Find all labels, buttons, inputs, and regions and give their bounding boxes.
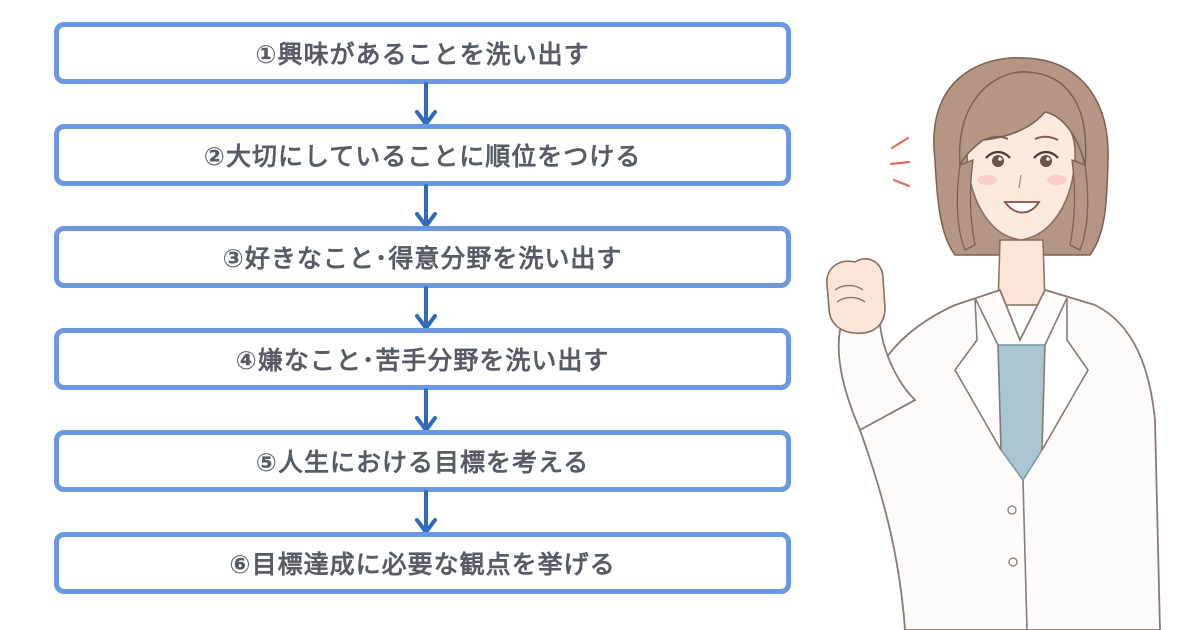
step-box-4: ④嫌なこと･苦手分野を洗い出す bbox=[54, 328, 791, 390]
down-arrow-icon bbox=[415, 184, 437, 228]
step-label-6: ⑥目標達成に必要な観点を挙げる bbox=[229, 550, 616, 579]
step-label-4: ④嫌なこと･苦手分野を洗い出す bbox=[235, 346, 610, 375]
step-label-1: ①興味があることを洗い出す bbox=[255, 40, 590, 69]
step-label-2: ②大切にしていることに順位をつける bbox=[203, 142, 642, 171]
step-box-3: ③好きなこと･得意分野を洗い出す bbox=[54, 226, 791, 288]
step-label-5: ⑤人生における目標を考える bbox=[255, 448, 590, 477]
step-box-5: ⑤人生における目標を考える bbox=[54, 430, 791, 492]
down-arrow-icon bbox=[415, 490, 437, 534]
step-box-2: ②大切にしていることに順位をつける bbox=[54, 124, 791, 186]
down-arrow-icon bbox=[415, 286, 437, 330]
flow-diagram: ①興味があることを洗い出す ②大切にしていることに順位をつける ③好きなこと･得… bbox=[54, 22, 791, 594]
woman-illustration bbox=[826, 57, 1161, 630]
down-arrow-icon bbox=[415, 82, 437, 126]
down-arrow-icon bbox=[415, 388, 437, 432]
step-box-1: ①興味があることを洗い出す bbox=[54, 22, 791, 84]
step-box-6: ⑥目標達成に必要な観点を挙げる bbox=[54, 532, 791, 594]
step-label-3: ③好きなこと･得意分野を洗い出す bbox=[222, 244, 623, 273]
